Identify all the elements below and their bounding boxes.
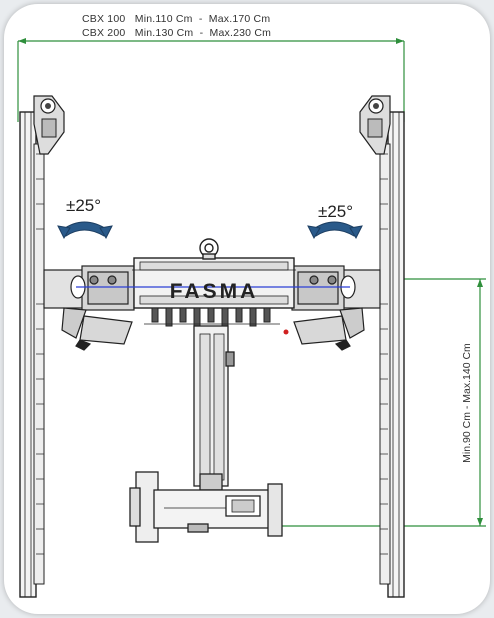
height-range-label: Min.90 Cm - Max.140 Cm: [461, 343, 473, 463]
machine-diagram: ±25° ±25°: [17, 38, 486, 598]
left-rotation-arrow-icon: [57, 221, 113, 240]
right-rotation-arrow-icon: [307, 221, 363, 240]
fasma-logo: FASMA: [170, 280, 259, 303]
right-rotation-label: ±25°: [318, 202, 353, 221]
bottom-work-head: [129, 471, 283, 543]
diagram-card: CBX 100 Min.110 Cm - Max.170 Cm CBX 200 …: [4, 4, 490, 614]
lifting-eye: [199, 238, 219, 260]
central-beam: [132, 257, 296, 309]
left-rotation-label: ±25°: [66, 196, 101, 215]
cbx100-range-label: CBX 100 Min.110 Cm - Max.170 Cm: [82, 13, 271, 25]
cbx200-range-label: CBX 200 Min.130 Cm - Max.230 Cm: [82, 27, 272, 39]
right-gripper: [291, 265, 381, 351]
width-dimension: [17, 38, 405, 122]
fittings-row: [144, 307, 280, 329]
right-rail: [359, 95, 405, 598]
left-rail: [19, 95, 65, 598]
vertical-column: [193, 325, 235, 491]
red-marker-icon: [283, 329, 289, 335]
left-gripper: [43, 265, 135, 351]
